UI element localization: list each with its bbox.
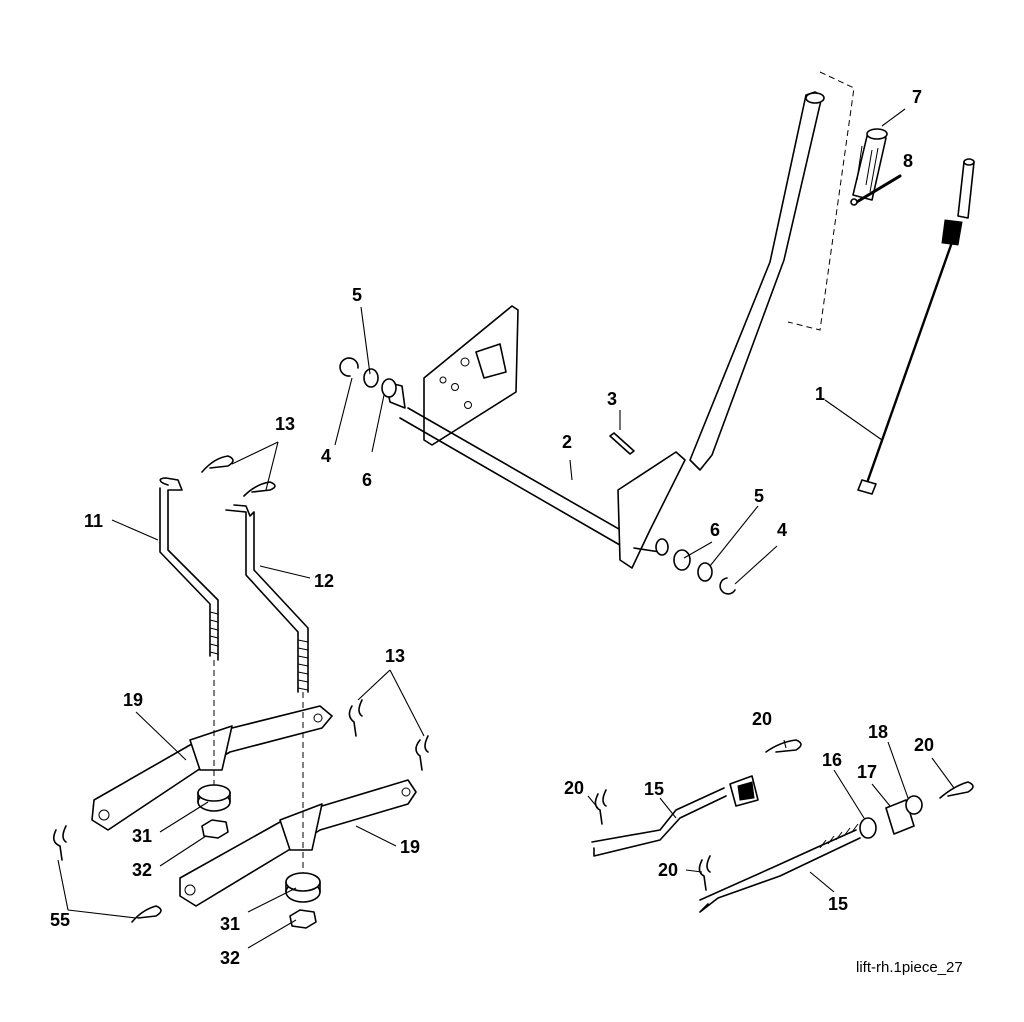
callout-4-right: 4 <box>777 520 787 540</box>
bushing-31-upper <box>197 784 231 812</box>
callout-55: 55 <box>50 910 70 930</box>
callout-20-right: 20 <box>914 735 934 755</box>
lift-arm-upper <box>91 705 333 831</box>
adjust-rod-upper <box>591 775 759 857</box>
callout-16: 16 <box>822 750 842 770</box>
callout-1: 1 <box>815 384 825 404</box>
lift-shaft <box>399 407 686 569</box>
callout-3: 3 <box>607 389 617 409</box>
callout-12: 12 <box>314 571 334 591</box>
lift-handle <box>689 91 825 471</box>
callout-labels: 1 2 3 4 4 5 5 6 6 7 8 11 12 13 13 15 15 … <box>50 87 934 968</box>
callout-20-left: 20 <box>564 778 584 798</box>
callout-7: 7 <box>912 87 922 107</box>
callout-18: 18 <box>868 722 888 742</box>
callout-17: 17 <box>857 762 877 782</box>
nut-32-upper <box>201 819 229 839</box>
handle-grip <box>852 128 888 201</box>
callout-15-upper: 15 <box>644 779 664 799</box>
lift-arm-lower <box>179 779 417 907</box>
callout-11: 11 <box>84 511 103 531</box>
lift-link-11 <box>159 477 219 661</box>
callout-13-top: 13 <box>275 414 295 434</box>
shaft-pin <box>609 432 635 455</box>
washer-16 <box>859 817 877 839</box>
callout-31-upper: 31 <box>132 826 152 846</box>
left-hardware <box>339 357 406 409</box>
callout-5-right: 5 <box>754 486 764 506</box>
callout-2: 2 <box>562 432 572 452</box>
lift-link-12 <box>225 504 309 693</box>
callout-19-upper: 19 <box>123 690 143 710</box>
callout-4-left: 4 <box>321 446 331 466</box>
callout-20-top: 20 <box>752 709 772 729</box>
nut-18 <box>905 795 923 815</box>
hair-pin-13-top <box>201 455 276 497</box>
callout-15-lower: 15 <box>828 894 848 914</box>
callout-32-upper: 32 <box>132 860 152 880</box>
right-hardware <box>655 538 736 595</box>
callout-19-lower: 19 <box>400 837 420 857</box>
adjust-rod-lower <box>699 823 861 913</box>
bushing-31-lower <box>285 872 321 903</box>
mounting-bracket <box>423 305 519 446</box>
callout-20-mid: 20 <box>658 860 678 880</box>
callout-6-right: 6 <box>710 520 720 540</box>
diagram-caption: lift-rh.1piece_27 <box>856 959 963 976</box>
callout-5-left: 5 <box>352 285 362 305</box>
leader-lines <box>57 108 955 949</box>
hair-pin-20 <box>594 739 974 891</box>
hair-pin-13-mid <box>348 699 429 771</box>
callout-6-left: 6 <box>362 470 372 490</box>
grip-pin <box>850 174 902 206</box>
callout-32-lower: 32 <box>220 948 240 968</box>
callout-31-lower: 31 <box>220 914 240 934</box>
lift-cable <box>857 158 975 495</box>
hair-pin-55 <box>52 825 162 923</box>
callout-13-mid: 13 <box>385 646 405 666</box>
nut-32-lower <box>289 909 317 929</box>
callout-8: 8 <box>903 151 913 171</box>
